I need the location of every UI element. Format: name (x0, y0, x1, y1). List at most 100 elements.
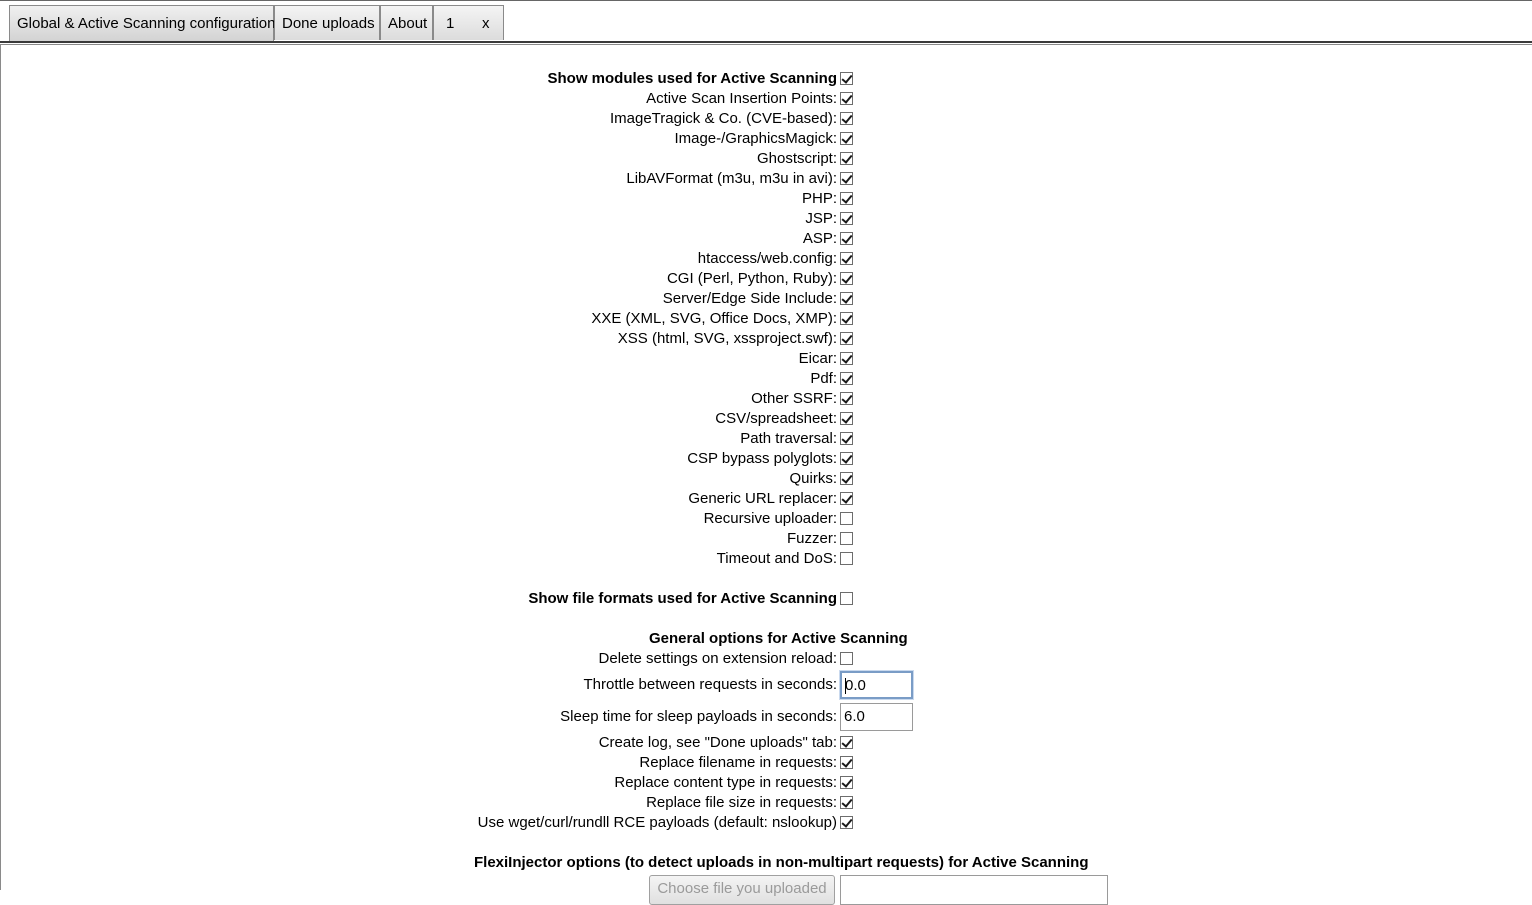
delete-settings-row: Delete settings on extension reload: (0, 649, 1532, 669)
throttle-row: Throttle between requests in seconds: (0, 675, 1532, 695)
option-row-eicar: Eicar: (0, 349, 1532, 369)
window-top-border (0, 0, 1532, 1)
option-checkbox-path-traversal[interactable] (840, 432, 853, 445)
option-row-replace-file-size-in-requests: Replace file size in requests: (0, 793, 1532, 813)
option-row-server-edge-side-include: Server/Edge Side Include: (0, 289, 1532, 309)
option-checkbox-htaccess-web-config[interactable] (840, 252, 853, 265)
tab-bar: Global & Active Scanning configuration D… (0, 5, 1532, 42)
option-checkbox-server-edge-side-include[interactable] (840, 292, 853, 305)
flexiinjector-header: FlexiInjector options (to detect uploads… (0, 853, 1532, 873)
delete-settings-label: Delete settings on extension reload: (598, 650, 837, 667)
option-checkbox-libavformat-m3u-m3u-in-avi[interactable] (840, 172, 853, 185)
tab-close-icon[interactable]: x (482, 15, 490, 32)
option-label-htaccess-web-config: htaccess/web.config: (697, 250, 837, 267)
option-label-replace-content-type-in-requests: Replace content type in requests: (614, 774, 837, 791)
tab-global-active-scanning[interactable]: Global & Active Scanning configuration (9, 5, 276, 42)
tab-done-uploads[interactable]: Done uploads (274, 5, 380, 40)
option-checkbox-quirks[interactable] (840, 472, 853, 485)
option-checkbox-timeout-and-dos[interactable] (840, 552, 853, 565)
chosen-file-field[interactable] (840, 875, 1108, 905)
option-row-recursive-uploader: Recursive uploader: (0, 509, 1532, 529)
option-row-quirks: Quirks: (0, 469, 1532, 489)
option-checkbox-xxe-xml-svg-office-docs-xmp[interactable] (840, 312, 853, 325)
option-row-csp-bypass-polyglots: CSP bypass polyglots: (0, 449, 1532, 469)
file-formats-section-checkbox[interactable] (840, 592, 853, 605)
option-checkbox-other-ssrf[interactable] (840, 392, 853, 405)
option-checkbox-eicar[interactable] (840, 352, 853, 365)
option-checkbox-replace-filename-in-requests[interactable] (840, 756, 853, 769)
option-row-pdf: Pdf: (0, 369, 1532, 389)
option-row-libavformat-m3u-m3u-in-avi: LibAVFormat (m3u, m3u in avi): (0, 169, 1532, 189)
option-label-path-traversal: Path traversal: (740, 430, 837, 447)
option-row-jsp: JSP: (0, 209, 1532, 229)
panel-left-border (0, 45, 1, 890)
option-checkbox-use-wget-curl-rundll-rce-payloads-default-nslookup[interactable] (840, 816, 853, 829)
option-checkbox-xss-html-svg-xssproject-swf[interactable] (840, 332, 853, 345)
option-label-jsp: JSP: (805, 210, 837, 227)
throttle-input[interactable]: 0.0 (839, 670, 914, 700)
option-label-xxe-xml-svg-office-docs-xmp: XXE (XML, SVG, Office Docs, XMP): (591, 310, 837, 327)
option-row-replace-filename-in-requests: Replace filename in requests: (0, 753, 1532, 773)
choose-file-button[interactable]: Choose file you uploaded (649, 875, 835, 905)
option-checkbox-replace-content-type-in-requests[interactable] (840, 776, 853, 789)
option-row-ghostscript: Ghostscript: (0, 149, 1532, 169)
option-checkbox-asp[interactable] (840, 232, 853, 245)
modules-section-checkbox[interactable] (840, 72, 853, 85)
tab-separator (0, 41, 1532, 43)
option-label-create-log-see-done-uploads-tab: Create log, see "Done uploads" tab: (598, 734, 837, 751)
general-options-title: General options for Active Scanning (649, 630, 908, 647)
sleep-time-value: 6.0 (844, 708, 865, 725)
option-row-xss-html-svg-xssproject-swf: XSS (html, SVG, xssproject.swf): (0, 329, 1532, 349)
option-row-image-graphicsmagick: Image-/GraphicsMagick: (0, 129, 1532, 149)
option-checkbox-generic-url-replacer[interactable] (840, 492, 853, 505)
option-label-pdf: Pdf: (810, 370, 837, 387)
option-checkbox-cgi-perl-python-ruby[interactable] (840, 272, 853, 285)
option-label-csp-bypass-polyglots: CSP bypass polyglots: (687, 450, 837, 467)
tab-about[interactable]: About (380, 5, 433, 40)
option-row-use-wget-curl-rundll-rce-payloads-default-nslookup: Use wget/curl/rundll RCE payloads (defau… (0, 813, 1532, 833)
option-row-timeout-and-dos: Timeout and DoS: (0, 549, 1532, 569)
option-checkbox-csv-spreadsheet[interactable] (840, 412, 853, 425)
option-row-replace-content-type-in-requests: Replace content type in requests: (0, 773, 1532, 793)
option-checkbox-create-log-see-done-uploads-tab[interactable] (840, 736, 853, 749)
option-label-csv-spreadsheet: CSV/spreadsheet: (715, 410, 837, 427)
option-checkbox-fuzzer[interactable] (840, 532, 853, 545)
option-checkbox-jsp[interactable] (840, 212, 853, 225)
option-row-xxe-xml-svg-office-docs-xmp: XXE (XML, SVG, Office Docs, XMP): (0, 309, 1532, 329)
option-checkbox-php[interactable] (840, 192, 853, 205)
option-label-eicar: Eicar: (798, 350, 837, 367)
option-label-server-edge-side-include: Server/Edge Side Include: (662, 290, 837, 307)
option-checkbox-csp-bypass-polyglots[interactable] (840, 452, 853, 465)
option-label-replace-filename-in-requests: Replace filename in requests: (639, 754, 837, 771)
option-checkbox-image-graphicsmagick[interactable] (840, 132, 853, 145)
option-label-fuzzer: Fuzzer: (786, 530, 837, 547)
option-label-imagetragick-co-cve-based: ImageTragick & Co. (CVE-based): (609, 110, 837, 127)
sleep-time-input[interactable]: 6.0 (840, 703, 913, 731)
option-label-xss-html-svg-xssproject-swf: XSS (html, SVG, xssproject.swf): (617, 330, 837, 347)
option-checkbox-imagetragick-co-cve-based[interactable] (840, 112, 853, 125)
option-row-htaccess-web-config: htaccess/web.config: (0, 249, 1532, 269)
option-row-other-ssrf: Other SSRF: (0, 389, 1532, 409)
option-row-path-traversal: Path traversal: (0, 429, 1532, 449)
file-formats-section-header: Show file formats used for Active Scanni… (0, 589, 1532, 609)
delete-settings-checkbox[interactable] (840, 652, 853, 665)
option-checkbox-ghostscript[interactable] (840, 152, 853, 165)
option-label-libavformat-m3u-m3u-in-avi: LibAVFormat (m3u, m3u in avi): (626, 170, 837, 187)
option-label-timeout-and-dos: Timeout and DoS: (716, 550, 837, 567)
option-row-active-scan-insertion-points: Active Scan Insertion Points: (0, 89, 1532, 109)
option-checkbox-active-scan-insertion-points[interactable] (840, 92, 853, 105)
option-row-asp: ASP: (0, 229, 1532, 249)
option-checkbox-recursive-uploader[interactable] (840, 512, 853, 525)
sleep-time-row: Sleep time for sleep payloads in seconds… (0, 707, 1532, 727)
tab-1[interactable]: 1 x (433, 5, 504, 40)
option-row-fuzzer: Fuzzer: (0, 529, 1532, 549)
tab-label: 1 (446, 15, 455, 32)
option-label-other-ssrf: Other SSRF: (751, 390, 837, 407)
text-caret (845, 678, 846, 695)
option-label-quirks: Quirks: (789, 470, 837, 487)
option-row-imagetragick-co-cve-based: ImageTragick & Co. (CVE-based): (0, 109, 1532, 129)
option-row-generic-url-replacer: Generic URL replacer: (0, 489, 1532, 509)
option-label-use-wget-curl-rundll-rce-payloads-default-nslookup: Use wget/curl/rundll RCE payloads (defau… (477, 814, 837, 831)
option-checkbox-pdf[interactable] (840, 372, 853, 385)
option-checkbox-replace-file-size-in-requests[interactable] (840, 796, 853, 809)
